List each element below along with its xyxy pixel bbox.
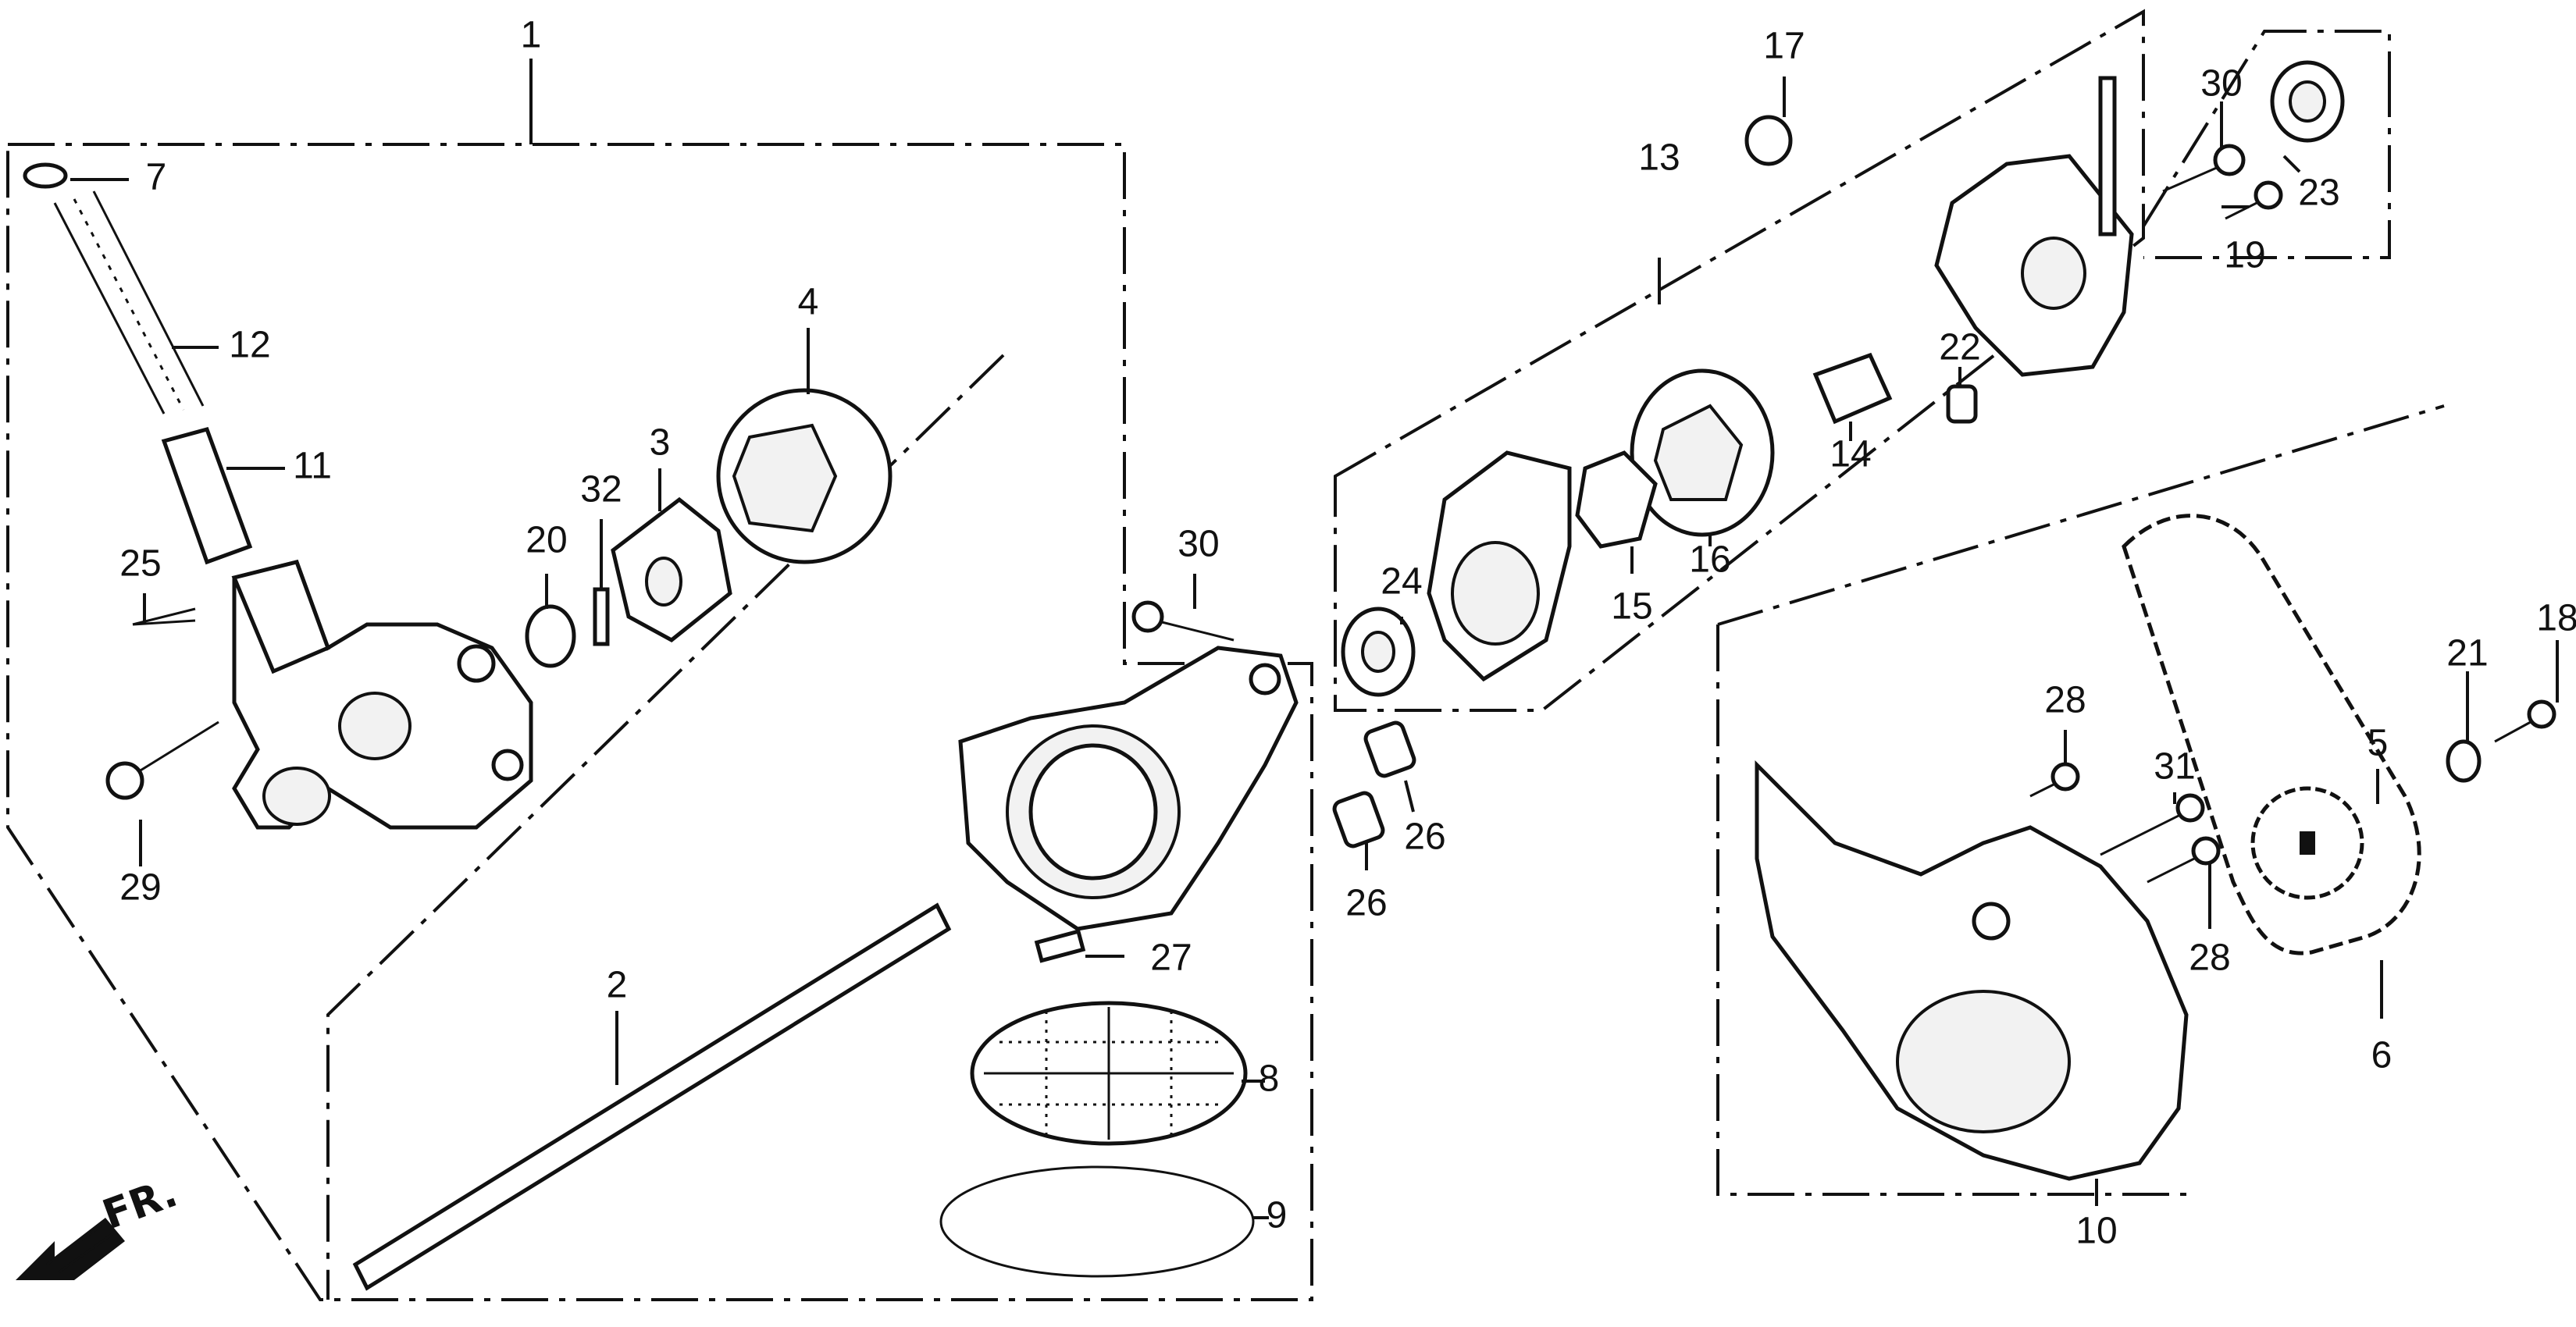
callout-9: 9 [1267,1195,1288,1236]
pump-housing-part [1427,450,1572,682]
callout-2: 2 [607,965,628,1006]
callout-17: 17 [1763,26,1805,67]
washer-20-part [525,604,576,668]
dowel-26b-part [1332,791,1385,848]
callout-20: 20 [526,520,567,561]
plug-part [1744,115,1793,166]
frame-cover-group [1716,404,2445,1196]
pump-shaft-part [352,902,952,1291]
callout-29: 29 [119,867,161,909]
dowel-pin-27-part [1034,929,1086,963]
frame-assembly-13 [1334,9,2145,712]
callout-7: 7 [146,157,167,198]
drive-sprocket-part [2250,786,2364,900]
callout-16: 16 [1689,539,1730,581]
callout-22: 22 [1939,327,1980,368]
bolt-19-part [2225,180,2283,220]
leader-lines [70,59,2559,1219]
callout-25: 25 [119,543,161,585]
callout-13: 13 [1638,137,1680,179]
bolt-31-part [2100,793,2205,856]
assembly-frames [6,9,2445,1301]
sprocket-cover-part [1755,760,2189,1181]
frame-bearing-23 [2142,30,2391,228]
callout-18: 18 [2536,598,2576,639]
callout-1: 1 [521,15,542,56]
callout-30b: 30 [2200,63,2242,105]
parts-right-assembly [1332,60,2345,848]
callout-30a: 30 [1178,524,1219,565]
callout-4: 4 [798,282,819,323]
bolt-30-left-part [1131,600,1235,642]
washer-21-part [2446,739,2482,783]
callout-labels: 1 2 3 4 5 6 7 8 9 10 11 12 13 14 15 16 1… [119,15,2576,1252]
callout-14: 14 [1830,434,1871,475]
frame-bearing-23-b [2143,70,2391,259]
callout-12: 12 [229,325,270,366]
callout-26a: 26 [1404,816,1445,858]
callout-5: 5 [2368,723,2389,764]
callout-11: 11 [293,446,332,487]
callout-28b: 28 [2189,937,2230,979]
spring-part [53,190,205,414]
callout-3: 3 [650,422,671,464]
callout-6: 6 [2371,1035,2393,1076]
callout-24: 24 [1381,561,1422,603]
frame-rotor-group [326,354,1005,1300]
strainer-housing-part [958,646,1299,931]
frame-assembly-1 [6,143,1313,1301]
callout-19: 19 [2224,235,2265,276]
parts-left-assembly [23,162,1299,1291]
callout-21: 21 [2446,633,2488,674]
oil-seal-part [1341,607,1416,697]
o-ring-part [23,162,68,189]
callout-15: 15 [1611,586,1652,628]
pump-cover-part [1934,76,2134,377]
callout-10: 10 [2075,1211,2117,1252]
bearing-part [2270,60,2345,143]
bolt-29-part [105,720,219,800]
callout-8: 8 [1259,1058,1280,1100]
strainer-screen-part [970,1001,1248,1146]
bolt-30-right-part [2162,144,2246,193]
cotter-pin-part [132,607,196,626]
pump-body-part [231,560,533,830]
collar-part [1946,384,1978,424]
front-direction-label: FR. [97,1169,183,1239]
bolt-28a-part [2029,762,2080,798]
outer-rotor-16-part [1630,368,1775,537]
callout-31: 31 [2154,746,2195,788]
circlip-part [939,1165,1255,1278]
callout-28a: 28 [2044,680,2086,721]
dowel-pin-32-part [593,587,610,646]
callout-26b: 26 [1345,883,1387,924]
callout-23: 23 [2298,173,2339,214]
dowel-26a-part [1363,720,1416,778]
inner-rotor-15-part [1575,450,1658,549]
bolt-28b-part [2147,836,2221,884]
bolt-18-part [2494,699,2556,743]
front-direction-marker: FR. [16,1169,183,1280]
relief-valve-sleeve-part [161,426,253,565]
drive-gear-part [1812,352,1893,425]
callout-32: 32 [580,469,622,511]
parts-lower-right [1755,514,2556,1181]
outer-rotor-part [716,388,893,564]
callout-27: 27 [1150,937,1192,979]
